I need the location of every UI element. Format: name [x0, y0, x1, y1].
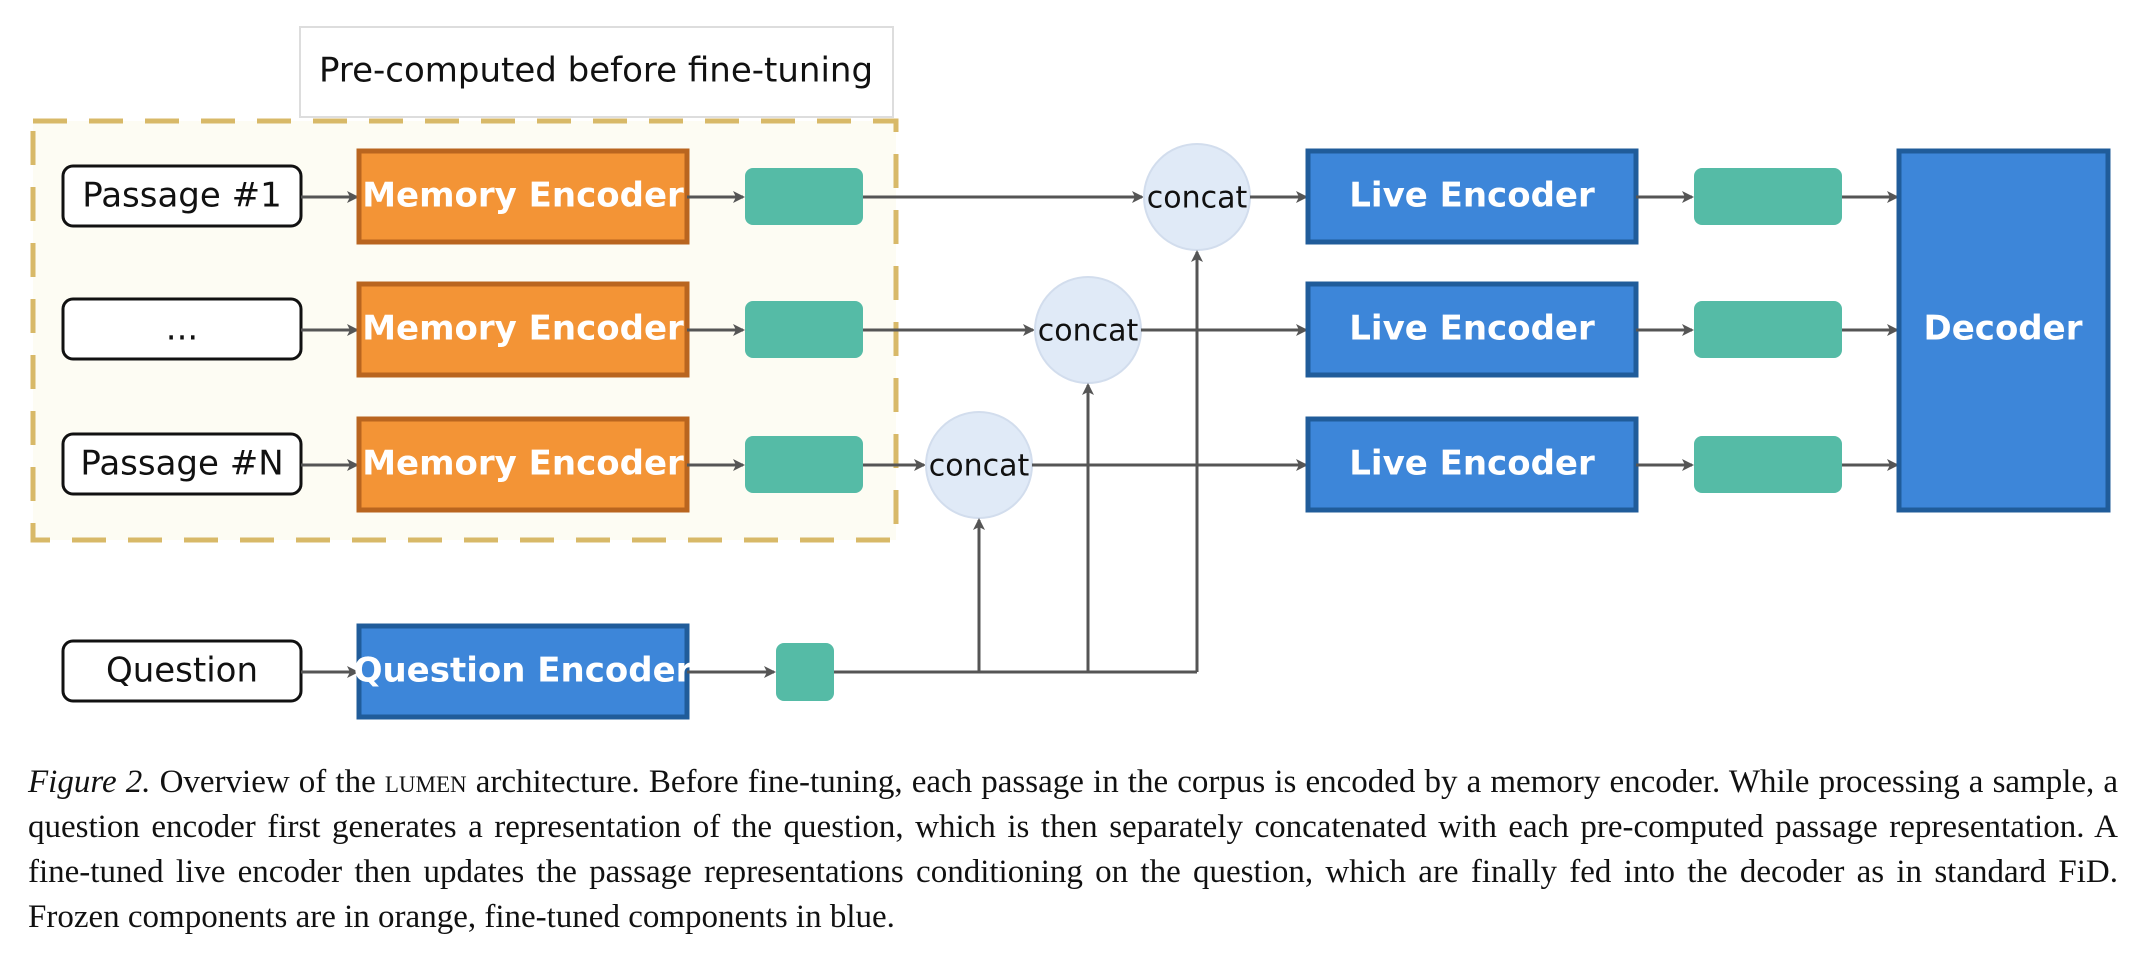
precompute-banner-label: Pre-computed before fine-tuning	[319, 51, 873, 91]
concat-label: concat	[1038, 314, 1139, 349]
concat-label: concat	[1147, 181, 1248, 216]
passage-representation	[745, 168, 863, 225]
memory-encoder	[356, 148, 690, 245]
caption-text-after-name: architecture. Before fine-tuning, each p…	[28, 764, 2119, 935]
architecture-diagram: Pre-computed before fine-tuning Passage …	[30, 26, 2111, 720]
memory-encoder-label: Memory Encoder	[362, 444, 684, 484]
passage-representation	[745, 301, 863, 358]
passage-label: ...	[166, 309, 198, 349]
memory-encoder	[356, 416, 690, 513]
model-name: lumen	[384, 764, 467, 800]
live-encoder-label: Live Encoder	[1349, 309, 1595, 349]
question-encoder-label: Question Encoder	[354, 651, 693, 691]
question-representation	[776, 643, 834, 701]
caption-text-before-name: Overview of the	[159, 764, 376, 800]
live-representation	[1694, 168, 1842, 225]
precompute-banner	[299, 26, 894, 118]
concat-label: concat	[929, 449, 1030, 484]
question-encoder	[356, 623, 690, 720]
figure-label: Figure 2.	[28, 764, 151, 800]
figure-caption: Figure 2. Overview of the lumen architec…	[28, 760, 2118, 940]
memory-encoder-label: Memory Encoder	[362, 309, 684, 349]
decoder	[1896, 148, 2111, 513]
passage-label: Passage #1	[82, 176, 282, 216]
live-encoder	[1305, 416, 1639, 513]
passage-label: Passage #N	[80, 444, 283, 484]
live-representation	[1694, 436, 1842, 493]
passage-representation	[745, 436, 863, 493]
live-encoder-label: Live Encoder	[1349, 176, 1595, 216]
question-label: Question	[106, 651, 258, 691]
live-encoder-label: Live Encoder	[1349, 444, 1595, 484]
decoder-label: Decoder	[1924, 309, 2083, 349]
memory-encoder-label: Memory Encoder	[362, 176, 684, 216]
live-representation	[1694, 301, 1842, 358]
